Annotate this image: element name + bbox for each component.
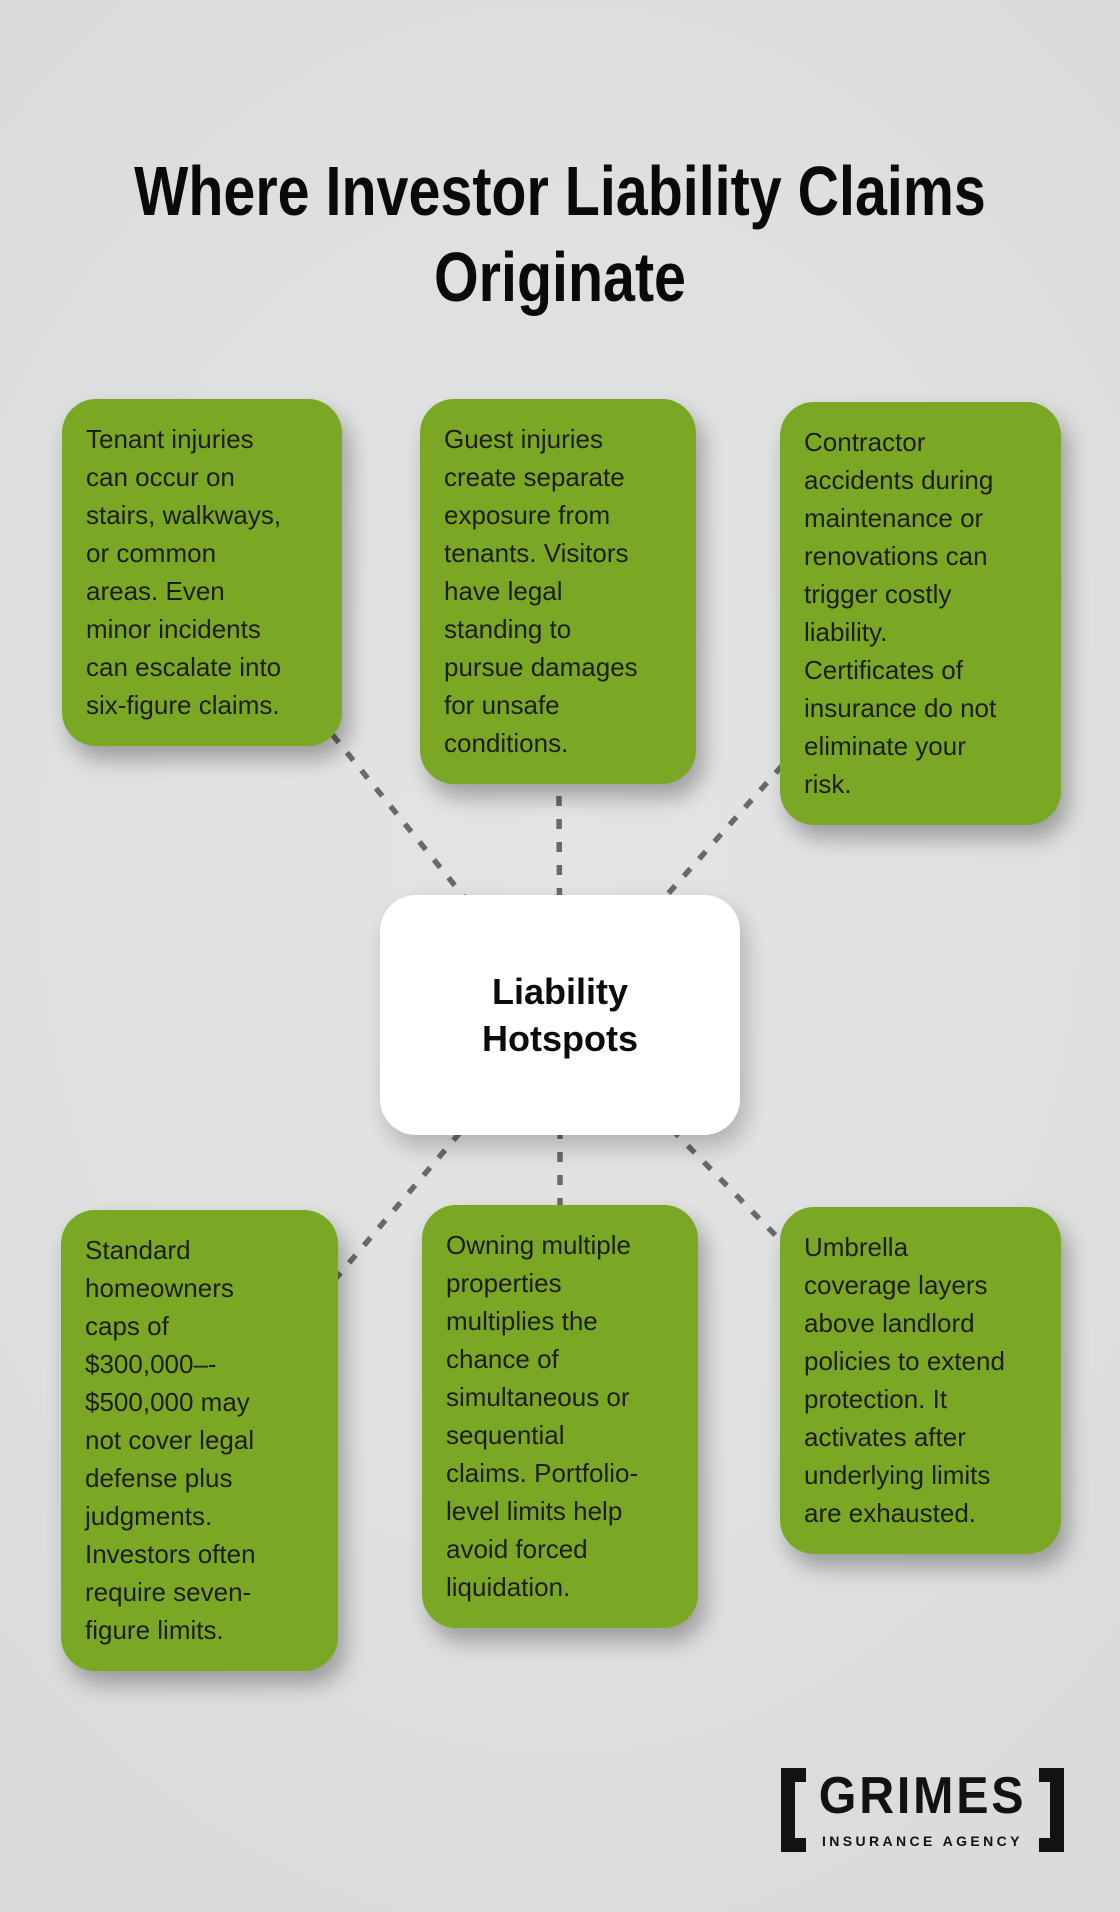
node-umbrella-coverage: Umbrella coverage layers above landlord …	[780, 1207, 1061, 1554]
connector-bottom-right	[558, 1013, 922, 1385]
node-multiple-properties-text: Owning multiple properties multiplies th…	[446, 1230, 639, 1602]
node-homeowners-caps-text: Standard homeowners caps of $300,000–- $…	[85, 1235, 256, 1645]
node-guest-injuries-text: Guest injuries create separate exposure …	[444, 424, 638, 758]
grimes-logo: GRIMES INSURANCE AGENCY	[780, 1768, 1064, 1852]
central-node-label: Liability Hotspots	[482, 971, 638, 1059]
node-tenant-injuries-text: Tenant injuries can occur on stairs, wal…	[86, 424, 282, 720]
logo-tagline: INSURANCE AGENCY	[821, 1833, 1023, 1849]
node-contractor-accidents: Contractor accidents during maintenance …	[780, 402, 1061, 825]
logo-right-bracket-icon	[1039, 1768, 1064, 1852]
node-guest-injuries: Guest injuries create separate exposure …	[420, 399, 696, 784]
logo-left-bracket-icon	[780, 1768, 806, 1852]
node-homeowners-caps: Standard homeowners caps of $300,000–- $…	[61, 1210, 338, 1671]
node-umbrella-coverage-text: Umbrella coverage layers above landlord …	[804, 1232, 1005, 1528]
node-tenant-injuries: Tenant injuries can occur on stairs, wal…	[62, 399, 342, 746]
node-contractor-accidents-text: Contractor accidents during maintenance …	[804, 427, 997, 799]
logo-text-block: GRIMES INSURANCE AGENCY	[811, 1768, 1034, 1852]
page-title: Where Investor Liability Claims Originat…	[134, 151, 986, 316]
central-node-liability-hotspots: Liability Hotspots	[380, 895, 740, 1135]
logo-company-name: GRIMES	[818, 1767, 1027, 1825]
node-multiple-properties: Owning multiple properties multiplies th…	[422, 1205, 698, 1628]
